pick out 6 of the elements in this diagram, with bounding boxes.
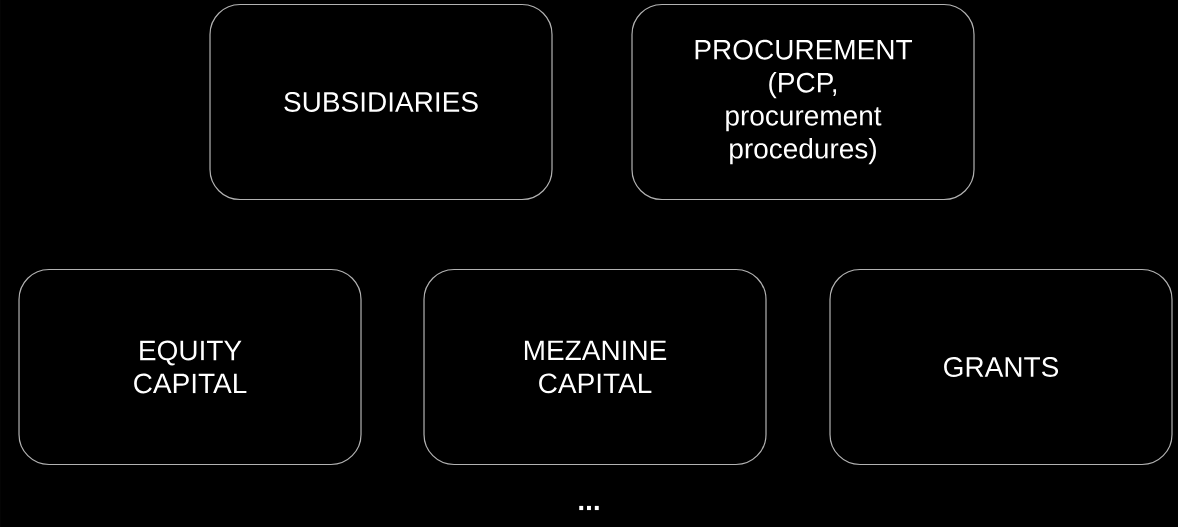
rounded-box: EQUITY CAPITAL (18, 268, 362, 466)
rounded-box: PROCUREMENT (PCP, procurement procedures) (631, 3, 975, 201)
ellipsis-label: ... (579, 505, 599, 511)
rounded-box: GRANTS (829, 268, 1173, 466)
rounded-box: SUBSIDIARIES (209, 3, 553, 201)
rounded-box: MEZANINE CAPITAL (423, 268, 767, 466)
